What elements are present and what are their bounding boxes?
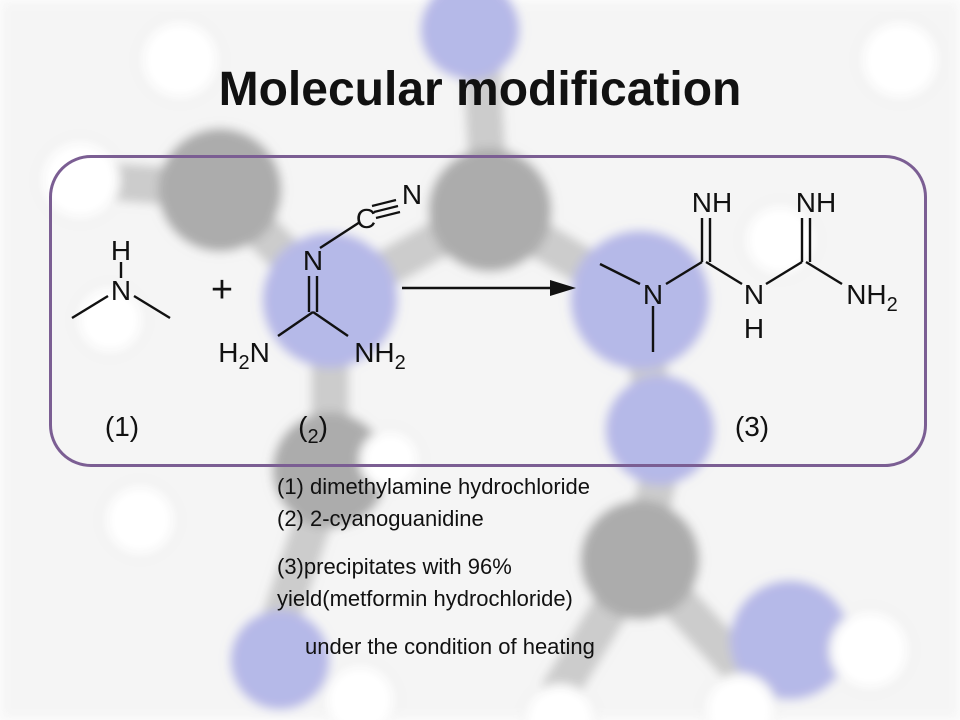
reaction-arrow (402, 280, 576, 296)
page-title: Molecular modification (218, 63, 742, 116)
atom-label: N (402, 179, 422, 210)
note-line-3: (3)precipitates with 96% (277, 554, 512, 579)
atom-label: NH2 (354, 337, 406, 374)
reaction-panel (49, 155, 927, 467)
atom-label: H (744, 313, 764, 344)
atom-label: N (111, 275, 131, 306)
plus-sign: + (211, 269, 233, 311)
atom-label: NH (796, 187, 836, 218)
atom-label: C (356, 203, 376, 234)
note-line-2: (2) 2-cyanoguanidine (277, 506, 484, 531)
atom-label: N (643, 279, 663, 310)
atom-label: N (303, 245, 323, 276)
atom-label: NH2 (846, 279, 898, 316)
atom-label: N (744, 279, 764, 310)
compound-label-3: (3) (735, 411, 769, 442)
product-3-structure: NH NH N N H NH2 (599, 187, 898, 352)
note-line-4: yield(metformin hydrochloride) (277, 586, 573, 611)
compound-label-2: (2) (298, 411, 328, 448)
note-line-5: under the condition of heating (305, 634, 595, 659)
compound-label-1: (1) (105, 411, 139, 442)
note-line-1: (1) dimethylamine hydrochloride (277, 474, 591, 499)
reactant-2-structure: N C N H2N NH2 (218, 179, 422, 374)
atom-label: NH (692, 187, 732, 218)
atom-label: H2N (218, 337, 270, 374)
atom-label: H (111, 235, 131, 266)
reactant-1-structure: H N (71, 235, 171, 320)
